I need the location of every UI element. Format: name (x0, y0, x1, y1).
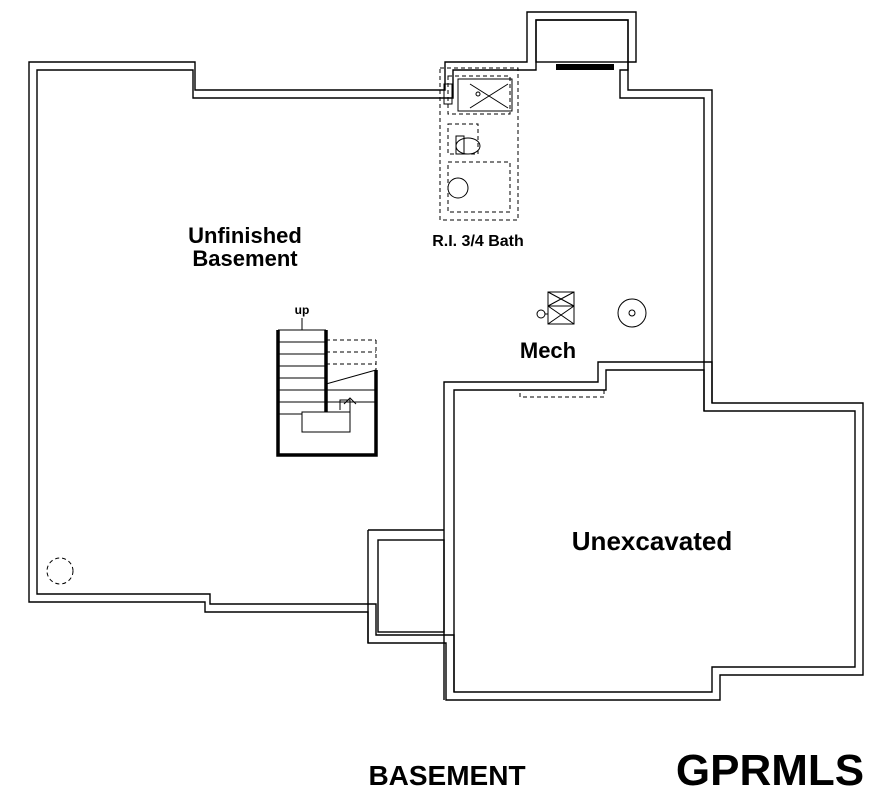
outer-wall (28, 11, 864, 701)
bath-rough-in (439, 67, 519, 221)
water-heater-icon (617, 298, 647, 328)
bumpout-inner (377, 539, 445, 633)
mech-equipment (536, 291, 575, 325)
bath-label: R.I. 3/4 Bath (432, 233, 524, 250)
unexcavated-wall-inner (453, 369, 705, 692)
unexcavated-label: Unexcavated (572, 526, 732, 556)
window-well (535, 19, 629, 63)
mech-wall-outer (444, 362, 712, 382)
unfinished-basement-label-2: Basement (192, 246, 298, 271)
beam-header (519, 389, 605, 398)
window-sill (556, 64, 614, 70)
unexcavated-wall-outer (443, 361, 713, 700)
mech-label: Mech (520, 338, 576, 363)
staircase (276, 318, 378, 457)
unfinished-basement-label: Unfinished (188, 223, 302, 248)
brand-logo: GPRMLS (676, 746, 864, 795)
bumpout-outer (367, 529, 444, 643)
stair-up-label: up (295, 303, 310, 317)
floor-title: BASEMENT (368, 760, 525, 791)
inner-wall (36, 19, 856, 693)
sump-pit-icon (46, 557, 74, 585)
